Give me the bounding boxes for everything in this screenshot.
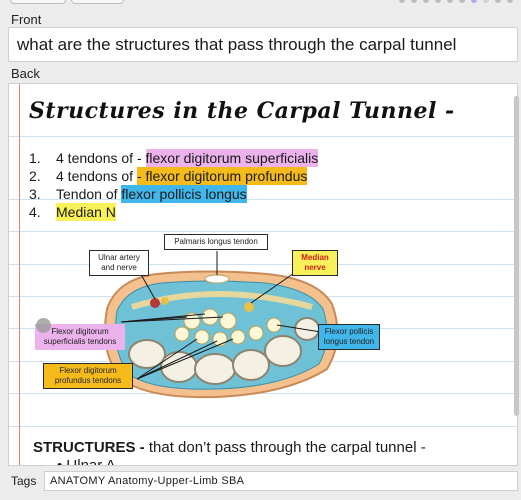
notebook-line xyxy=(9,393,517,394)
list-text: Tendon of xyxy=(56,186,122,202)
notebook-line xyxy=(9,264,517,265)
palmaris-label: Palmaris longus tendon xyxy=(164,234,268,250)
carpal-tunnel-diagram xyxy=(103,251,339,399)
bullet-text: Ulnar A xyxy=(66,457,116,466)
fpl-label: Flexor pollicis longus tendon xyxy=(318,324,380,350)
underline-icon[interactable] xyxy=(423,0,429,3)
back-label: Back xyxy=(11,66,40,81)
toolbar-button[interactable] xyxy=(10,0,66,4)
back-title: Structures in the Carpal Tunnel - xyxy=(29,98,455,124)
bottom-heading: STRUCTURES - that don’t pass through the… xyxy=(33,439,426,457)
scrollbar[interactable] xyxy=(514,96,519,416)
heading-bold: STRUCTURES - xyxy=(33,439,145,456)
superscript-icon[interactable] xyxy=(435,0,441,3)
toolbar-button[interactable] xyxy=(71,0,124,4)
text-color-icon[interactable] xyxy=(471,0,477,3)
back-field[interactable]: Structures in the Carpal Tunnel - 1. 4 t… xyxy=(8,83,518,466)
notebook-line xyxy=(9,199,517,200)
fdp-label: Flexor digitorum profundus tendons xyxy=(43,363,133,389)
notebook-line xyxy=(9,231,517,232)
list-text: 4 tendons of - xyxy=(56,150,146,166)
list-number: 1. xyxy=(29,150,41,166)
tags-row: Tags ANATOMY Anatomy-Upper-Limb SBA xyxy=(0,470,521,492)
structures-list: 1. 4 tendons of - flexor digitorum super… xyxy=(29,149,319,221)
ulnar-label: Ulnar artery and nerve xyxy=(89,250,149,276)
list-text: 4 tendons of xyxy=(56,168,137,184)
format-icons xyxy=(399,0,513,5)
highlight-fds: flexor digitorum superficialis xyxy=(145,149,319,167)
list-icon[interactable] xyxy=(495,0,501,3)
margin-line xyxy=(19,84,20,465)
bullet-item: • Ulnar A xyxy=(57,457,116,466)
list-number: 4. xyxy=(29,204,41,220)
carpal-tunnel-figure: Palmaris longus tendon Ulnar artery and … xyxy=(27,229,387,409)
bullet-icon: • xyxy=(57,457,67,466)
list-number: 2. xyxy=(29,168,41,184)
tags-label: Tags xyxy=(11,474,37,488)
highlight-icon[interactable] xyxy=(483,0,489,3)
median-label: Median nerve xyxy=(292,250,338,276)
italic-icon[interactable] xyxy=(411,0,417,3)
highlight-median: Median N xyxy=(56,203,116,221)
notebook-line xyxy=(9,136,517,137)
front-label: Front xyxy=(11,12,42,27)
tags-input[interactable]: ANATOMY Anatomy-Upper-Limb SBA xyxy=(44,471,518,491)
highlight-fpl: flexor pollicis longus xyxy=(121,185,247,203)
clear-format-icon[interactable] xyxy=(459,0,465,3)
bold-icon[interactable] xyxy=(399,0,405,3)
expand-handle-icon[interactable] xyxy=(36,318,51,333)
subscript-icon[interactable] xyxy=(447,0,453,3)
toolbar xyxy=(0,0,521,8)
front-field[interactable]: what are the structures that pass throug… xyxy=(8,27,518,62)
list-item: 2. 4 tendons of - flexor digitorum profu… xyxy=(29,167,318,185)
heading-rest: that don’t pass through the carpal tunne… xyxy=(144,439,426,456)
notebook-line xyxy=(9,426,517,427)
list-item: 1. 4 tendons of - flexor digitorum super… xyxy=(29,149,319,167)
more-icon[interactable] xyxy=(507,0,513,3)
list-item: 3. Tendon of flexor pollicis longus xyxy=(29,185,318,203)
list-item: 4. Median N xyxy=(29,203,318,221)
list-number: 3. xyxy=(29,186,41,202)
highlight-fdp: - flexor digitorum profundus xyxy=(136,167,308,185)
